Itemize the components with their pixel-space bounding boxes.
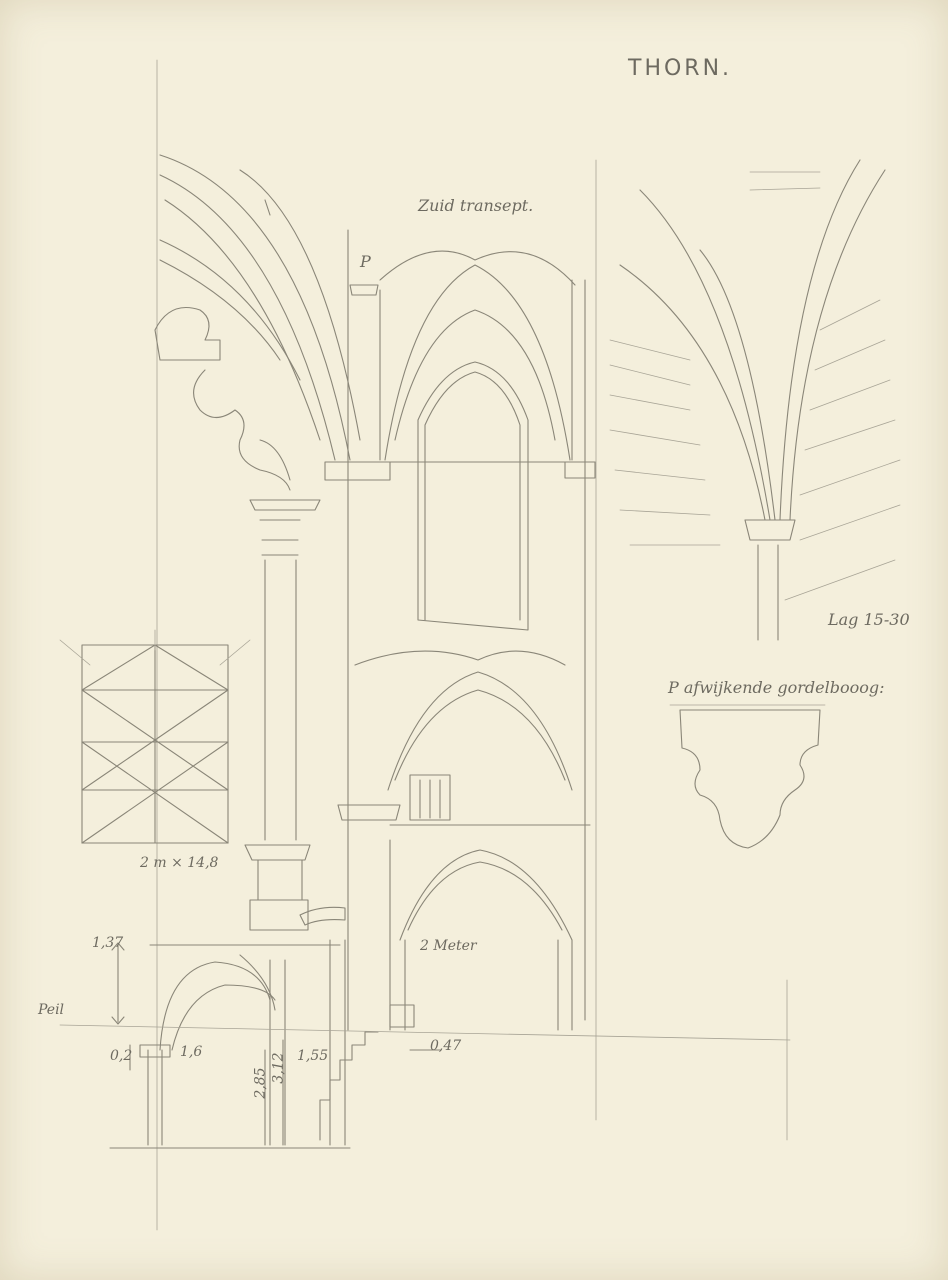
label-corbel-note: P afwijkende gordelbooog: (668, 678, 885, 697)
label-plan-dims: 2 m × 14,8 (140, 855, 219, 871)
label-dim-16: 1,6 (180, 1044, 203, 1060)
ground-plan (59, 629, 251, 844)
label-dim-small: 0,2 (110, 1048, 133, 1064)
column-central (244, 499, 321, 931)
label-transept: Zuid transept. (418, 196, 534, 215)
label-dim-312: 3,12 (270, 1052, 287, 1084)
label-dim-285: 2,85 (252, 1067, 269, 1099)
lower-arcade (59, 906, 791, 1149)
lower-bays (337, 650, 591, 1031)
label-dim-137: 1,37 (92, 935, 124, 951)
label-dim-155: 1,55 (297, 1048, 329, 1064)
label-pail: Peil (38, 1002, 65, 1018)
dimension-lines (111, 942, 441, 1146)
label-p-mark: P (360, 252, 371, 271)
label-vault-note: Lag 15-30 (828, 610, 910, 629)
central-bay (324, 229, 596, 1031)
label-dim-047: 0,47 (430, 1038, 462, 1054)
corbel-profile (669, 704, 826, 849)
label-dim-2m: 2 Meter (420, 938, 477, 954)
vault-ribs-left (159, 154, 361, 461)
corbel-bracket (154, 306, 291, 491)
vault-detail-right (609, 159, 901, 641)
sheet-title: THORN. (628, 56, 733, 81)
